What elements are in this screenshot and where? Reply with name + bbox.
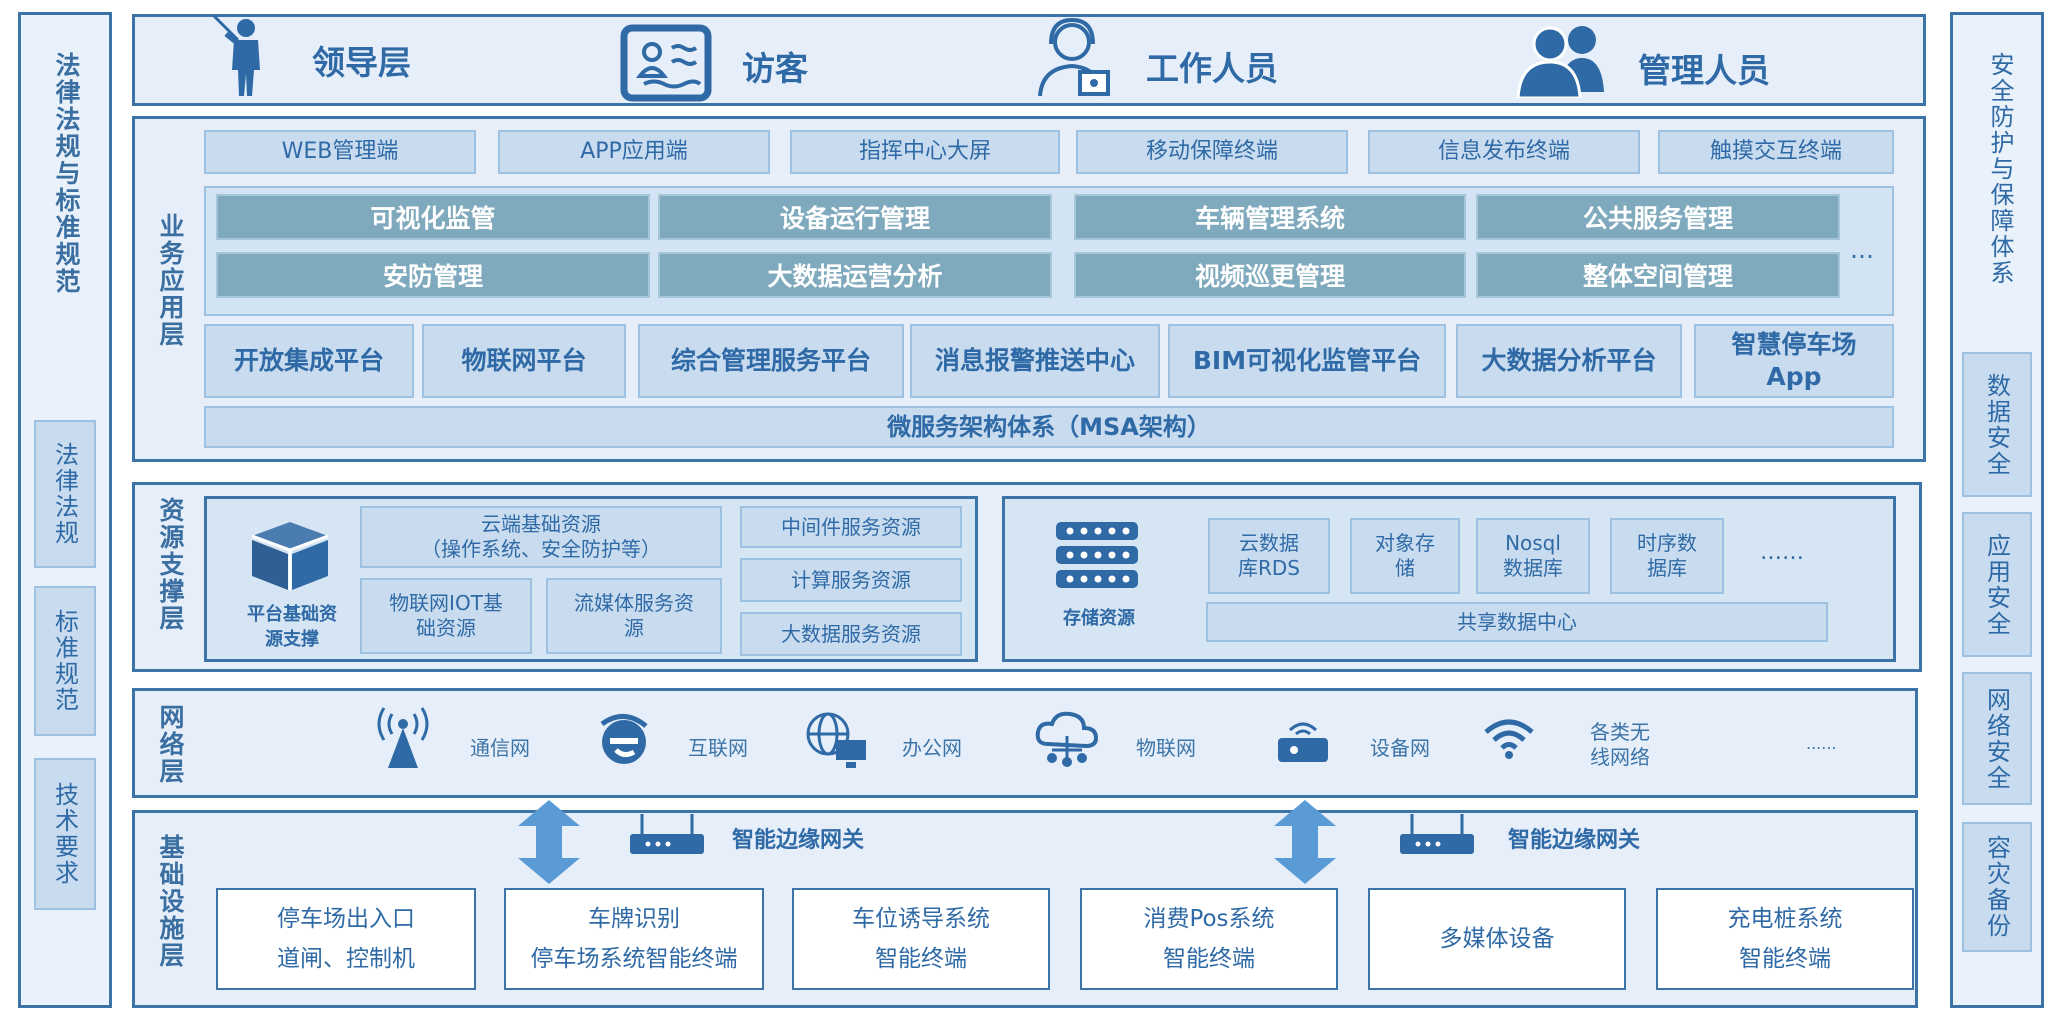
- app-public-service: 公共服务管理: [1476, 194, 1840, 240]
- left-panel-title: 法律法规与标准规范: [52, 52, 81, 295]
- net-communication: 通信网: [470, 736, 530, 760]
- apps-more: …: [1850, 236, 1874, 264]
- app-space-management: 整体空间管理: [1476, 252, 1840, 298]
- iot-base-resources: 物联网IOT基 础资源: [360, 578, 532, 654]
- router-device-icon: [1278, 722, 1328, 762]
- net-wireless: 各类无 线网络: [1590, 720, 1650, 769]
- cloud-network-icon: [1035, 711, 1099, 767]
- bidirectional-arrow-icon: [518, 800, 580, 884]
- device-line1: 车位诱导系统: [852, 905, 990, 932]
- app-security-management: 安防管理: [216, 252, 650, 298]
- storage-nosql: Nosql 数据库: [1476, 518, 1590, 594]
- network-layer-label: 网络层: [156, 703, 185, 785]
- platform-parking-app: 智慧停车场 App: [1694, 324, 1894, 398]
- terminal-app: APP应用端: [498, 130, 770, 174]
- device-pos-system: 消费Pos系统 智能终端: [1080, 888, 1338, 990]
- device-parking-entrance: 停车场出入口 道闸、控制机: [216, 888, 476, 990]
- big-data-resources: 大数据服务资源: [740, 612, 962, 656]
- role-leadership: 领导层: [312, 43, 411, 82]
- app-vehicle-management: 车辆管理系统: [1074, 194, 1466, 240]
- platform-base-caption: 平台基础资 源支撑: [247, 604, 337, 651]
- network-layer: [132, 688, 1918, 798]
- roles-bar: [132, 14, 1926, 106]
- left-item-standards: 标准规范: [34, 586, 96, 736]
- platform-bim: BIM可视化监管平台: [1168, 324, 1446, 398]
- business-layer-label: 业务应用层: [156, 212, 185, 348]
- cloud-base-resources: 云端基础资源 （操作系统、安全防护等）: [360, 506, 722, 568]
- platform-iot: 物联网平台: [422, 324, 626, 398]
- device-line1: 消费Pos系统: [1143, 905, 1275, 932]
- storage-timeseries: 时序数 据库: [1610, 518, 1724, 594]
- device-line2: 智能终端: [875, 946, 967, 972]
- left-item-tech-requirements: 技术要求: [34, 758, 96, 910]
- cube-icon: [251, 522, 329, 590]
- right-item-data-security: 数据安全: [1962, 352, 2032, 497]
- terminal-touch: 触摸交互终端: [1658, 130, 1894, 174]
- terminal-web: WEB管理端: [204, 130, 476, 174]
- role-visitor: 访客: [742, 49, 808, 88]
- platform-alert-push: 消息报警推送中心: [910, 324, 1160, 398]
- terminal-command-screen: 指挥中心大屏: [790, 130, 1060, 174]
- device-multimedia: 多媒体设备: [1368, 888, 1626, 990]
- streaming-resources: 流媒体服务资 源: [546, 578, 722, 654]
- network-more: ......: [1806, 734, 1837, 753]
- app-video-patrol: 视频巡更管理: [1074, 252, 1466, 298]
- role-managers: 管理人员: [1638, 51, 1770, 90]
- presenter-icon: [212, 14, 260, 96]
- net-device: 设备网: [1370, 736, 1430, 760]
- platform-open-integration: 开放集成平台: [204, 324, 414, 398]
- device-line2: 智能终端: [1163, 946, 1255, 972]
- device-charging-pile: 充电桩系统 智能终端: [1656, 888, 1914, 990]
- wifi-icon: [1484, 719, 1534, 759]
- edge-gateway-label-left: 智能边缘网关: [732, 828, 865, 853]
- microservice-architecture: 微服务架构体系（MSA架构）: [204, 406, 1894, 448]
- device-line1: 多媒体设备: [1439, 925, 1555, 952]
- right-item-network-security: 网络安全: [1962, 672, 2032, 805]
- device-space-guidance: 车位诱导系统 智能终端: [792, 888, 1050, 990]
- right-item-disaster-backup: 容灾备份: [1962, 822, 2032, 952]
- app-big-data-analysis: 大数据运营分析: [658, 252, 1052, 298]
- net-internet: 互联网: [688, 736, 748, 760]
- device-line1: 车牌识别: [588, 905, 680, 932]
- role-staff: 工作人员: [1146, 49, 1278, 88]
- device-line2: 道闸、控制机: [277, 946, 415, 972]
- edge-gateway-label-right: 智能边缘网关: [1508, 828, 1641, 853]
- device-line1: 充电桩系统: [1727, 905, 1843, 932]
- right-item-app-security: 应用安全: [1962, 512, 2032, 657]
- headset-agent-icon: [1038, 17, 1110, 97]
- device-line1: 停车场出入口: [277, 905, 415, 932]
- app-visual-supervision: 可视化监管: [216, 194, 650, 240]
- right-panel-title: 安全防护与保障体系: [1986, 52, 2014, 286]
- device-line2: 停车场系统智能终端: [530, 946, 738, 972]
- users-icon: [1516, 26, 1604, 98]
- ie-browser-icon: [600, 714, 648, 764]
- resource-layer-label: 资源支撑层: [156, 496, 185, 632]
- gateway-router-icon: [1400, 814, 1474, 854]
- server-storage-icon: [1056, 522, 1138, 588]
- bidirectional-arrow-icon: [1274, 800, 1336, 884]
- terminal-mobile: 移动保障终端: [1076, 130, 1348, 174]
- app-device-operation: 设备运行管理: [658, 194, 1052, 240]
- net-iot: 物联网: [1136, 736, 1196, 760]
- shared-data-center: 共享数据中心: [1206, 602, 1828, 642]
- id-card-icon: [620, 24, 712, 102]
- middleware-resources: 中间件服务资源: [740, 506, 962, 548]
- device-line2: 智能终端: [1739, 946, 1831, 972]
- infrastructure-layer-label: 基础设施层: [156, 833, 185, 969]
- storage-caption: 存储资源: [1063, 608, 1135, 629]
- terminal-info-release: 信息发布终端: [1368, 130, 1640, 174]
- gateway-router-icon: [630, 814, 704, 854]
- radio-tower-icon: [377, 707, 429, 768]
- left-item-laws: 法律法规: [34, 420, 96, 568]
- device-plate-recognition: 车牌识别 停车场系统智能终端: [504, 888, 764, 990]
- net-office: 办公网: [902, 736, 962, 760]
- storage-rds: 云数据 库RDS: [1208, 518, 1330, 594]
- platform-integrated-management: 综合管理服务平台: [638, 324, 904, 398]
- storage-object: 对象存 储: [1350, 518, 1460, 594]
- storage-more: ……: [1760, 540, 1804, 565]
- platform-big-data: 大数据分析平台: [1456, 324, 1682, 398]
- compute-resources: 计算服务资源: [740, 558, 962, 602]
- globe-computer-icon: [806, 712, 866, 768]
